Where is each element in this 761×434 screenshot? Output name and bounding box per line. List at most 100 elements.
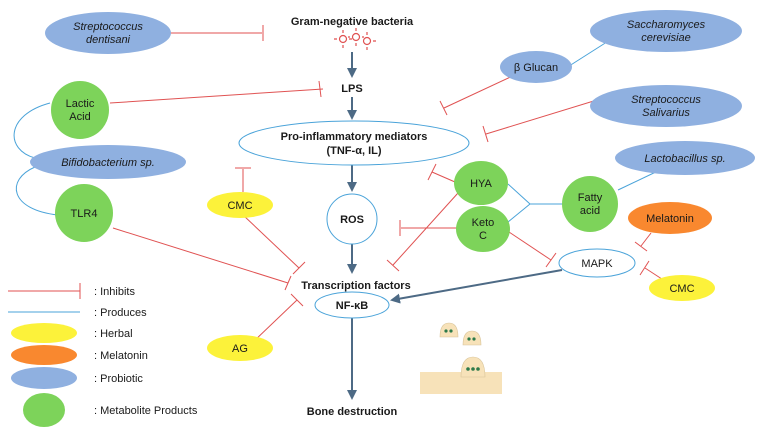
produce-connectors: [13, 39, 661, 223]
node-label: NF-κB: [336, 300, 368, 312]
node-bone-destruction[interactable]: Bone destruction: [307, 406, 398, 418]
node-label: β Glucan: [514, 62, 558, 74]
node-cmc-left[interactable]: CMC: [207, 192, 273, 218]
node-label: Acid: [69, 111, 90, 123]
node-label: Bifidobacterium sp.: [61, 157, 155, 169]
node-mapk[interactable]: MAPK: [558, 248, 636, 278]
produce-lactobacillus-fatty: [617, 169, 661, 191]
node-tlr4[interactable]: TLR4: [55, 184, 113, 242]
inhibit-salivarius-proinflam: [485, 95, 611, 135]
node-label: AG: [232, 343, 248, 355]
node-fatty-acid[interactable]: Fatty acid: [562, 176, 618, 232]
metabolite-nodes: Lactic Acid TLR4 HYA Keto C Fatty acid: [51, 81, 618, 252]
node-label: Streptococcus: [73, 21, 143, 33]
produce-bifido-lactic: [13, 102, 51, 159]
inhibit-bar: [639, 260, 650, 276]
node-label: CMC: [227, 200, 252, 212]
inhibit-bar: [284, 275, 292, 291]
herbal-nodes: CMC CMC AG Melatonin: [207, 192, 715, 361]
pathway-arrows: [347, 52, 563, 400]
node-streptococcus-salivarius[interactable]: Streptococcus Salivarius: [590, 85, 742, 127]
node-hya[interactable]: HYA: [454, 161, 508, 205]
legend-label: : Probiotic: [94, 373, 143, 385]
inhibit-melatonin-mapk: [640, 232, 652, 247]
node-label: acid: [580, 205, 600, 217]
inhibit-connectors: [109, 25, 669, 343]
arrow-mapk-nfkb: [390, 269, 563, 304]
node-nf-kb[interactable]: NF-κB: [314, 291, 390, 319]
bacteria-icon: [334, 28, 376, 50]
node-label: (TNF-α, IL): [326, 145, 381, 157]
node-lactic-acid[interactable]: Lactic Acid: [51, 81, 109, 139]
node-label: CMC: [669, 283, 694, 295]
node-lactobacillus[interactable]: Lactobacillus sp.: [615, 141, 755, 175]
inhibit-bar: [634, 241, 648, 252]
node-label: Melatonin: [646, 213, 694, 225]
node-ag[interactable]: AG: [207, 335, 273, 361]
inhibit-ag-nfkb: [252, 299, 298, 343]
node-label: Streptococcus: [631, 94, 701, 106]
node-ros[interactable]: ROS: [326, 193, 378, 245]
legend-melatonin: : Melatonin: [11, 345, 148, 365]
node-label: Keto: [472, 217, 495, 229]
bacterium-icon: [351, 32, 361, 42]
pathway-nodes: Gram-negative bacteria LPS Pro-inflammat…: [238, 16, 636, 418]
node-pro-inflammatory-mediators[interactable]: Pro-inflammatory mediators (TNF-α, IL): [238, 120, 470, 166]
node-label: Lactobacillus sp.: [644, 153, 725, 165]
node-label: Fatty: [578, 192, 603, 204]
node-transcription-factors[interactable]: Transcription factors: [301, 280, 410, 292]
produce-bifido-tlr4: [16, 166, 59, 216]
node-melatonin[interactable]: Melatonin: [628, 202, 712, 234]
inhibit-cmc-tf: [242, 214, 300, 269]
bone-surface: [420, 372, 502, 394]
inhibit-keto-mapk: [508, 231, 552, 261]
inhibit-bar: [386, 259, 400, 272]
bacterium-icon: [338, 34, 348, 44]
inhibit-bar: [290, 293, 304, 307]
inhibit-bar: [439, 100, 448, 116]
legend: : Inhibits : Produces : Herbal : Melaton…: [8, 283, 198, 427]
legend-metabolite: : Metabolite Products: [23, 393, 198, 427]
inhibit-hya-tf: [392, 192, 459, 266]
legend-label: : Metabolite Products: [94, 405, 198, 417]
probiotic-nodes: Streptococcus dentisani Saccharomyces ce…: [30, 10, 755, 179]
produce-cerevisiae-glucan: [565, 39, 611, 69]
inhibit-bar: [318, 80, 322, 98]
cell-icon: [460, 356, 486, 378]
inhibit-bar: [292, 261, 306, 275]
node-lps[interactable]: LPS: [341, 83, 362, 95]
legend-label: : Melatonin: [94, 350, 148, 362]
node-label: TLR4: [71, 208, 98, 220]
node-label: MAPK: [581, 258, 613, 270]
cell-icon: [439, 322, 459, 338]
legend-label: : Inhibits: [94, 286, 135, 298]
inhibit-bar: [482, 125, 489, 143]
inhibit-hya-proinflam: [431, 171, 456, 183]
node-streptococcus-dentisani[interactable]: Streptococcus dentisani: [45, 12, 171, 54]
cell-icon: [462, 330, 482, 346]
legend-probiotic: : Probiotic: [11, 367, 143, 389]
produce-fatty-metabolites: [507, 183, 531, 223]
inhibit-glucan-proinflam: [443, 73, 518, 109]
node-cmc-right[interactable]: CMC: [649, 275, 715, 301]
node-label: cerevisiae: [641, 32, 691, 44]
node-saccharomyces-cerevisiae[interactable]: Saccharomyces cerevisiae: [590, 10, 742, 52]
inhibit-lactic-lps: [109, 88, 324, 104]
node-gram-negative-bacteria[interactable]: Gram-negative bacteria: [291, 16, 414, 28]
node-label: Salivarius: [642, 107, 690, 119]
legend-label: : Produces: [94, 307, 147, 319]
bacterium-icon: [362, 36, 372, 46]
node-label: Saccharomyces: [627, 19, 706, 31]
osteoclast-illustration-icon: [420, 322, 502, 394]
node-label: dentisani: [86, 34, 131, 46]
legend-produces: : Produces: [8, 307, 147, 319]
node-beta-glucan[interactable]: β Glucan: [500, 51, 572, 83]
node-bifidobacterium[interactable]: Bifidobacterium sp.: [30, 145, 186, 179]
node-label: ROS: [340, 214, 364, 226]
inhibit-tlr4-tf: [112, 227, 289, 284]
inhibit-bar: [545, 252, 557, 268]
node-keto-c[interactable]: Keto C: [456, 206, 510, 252]
legend-herbal: : Herbal: [11, 323, 133, 343]
node-label: Pro-inflammatory mediators: [281, 131, 428, 143]
